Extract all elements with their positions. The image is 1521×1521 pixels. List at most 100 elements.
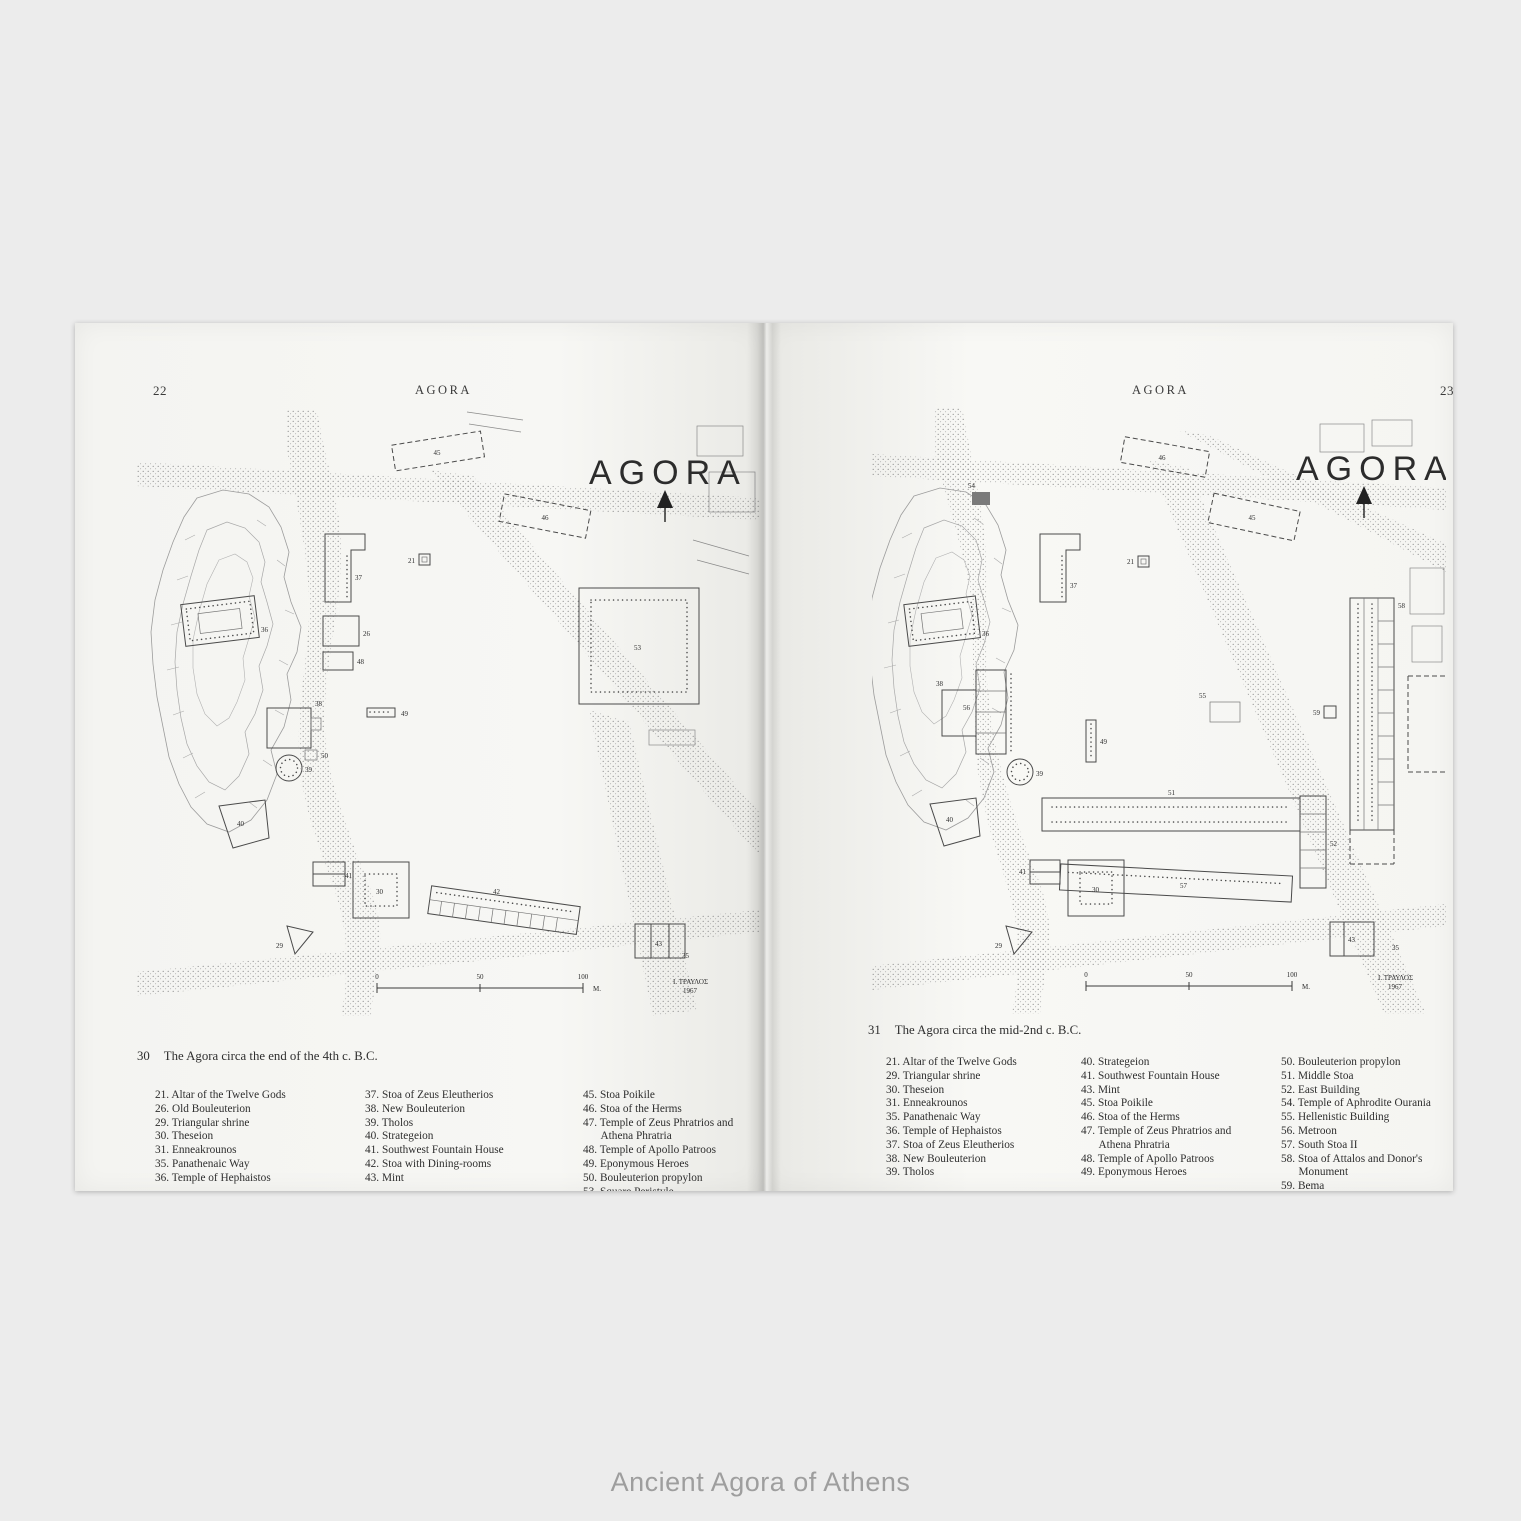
legend-entry: 29. Triangular shrine — [886, 1069, 981, 1082]
new-bouleuterion — [266, 707, 322, 749]
scale-unit: M. — [593, 985, 601, 993]
label-21: 21 — [408, 557, 416, 565]
roads-stippled — [872, 408, 1446, 1014]
legend-entry: 29. Triangular shrine — [155, 1116, 250, 1129]
legend-right-col3: 50. Bouleuterion propylon 51. Middle Sto… — [1281, 1056, 1451, 1191]
label-49: 49 — [401, 710, 409, 718]
label-52: 52 — [1330, 840, 1338, 848]
legend-entry: 49. Eponymous Heroes — [1081, 1166, 1187, 1179]
label-53: 53 — [634, 644, 642, 652]
credit-name: Ι. ΤΡΑΥΛΟΣ — [1378, 974, 1413, 982]
eponymous-heroes-monument — [366, 707, 396, 718]
legend-entry: 21. Altar of the Twelve Gods — [155, 1089, 286, 1101]
stoa-poikile — [1207, 492, 1301, 542]
stoa-of-the-herms — [1119, 436, 1211, 478]
label-37: 37 — [355, 574, 363, 582]
label-49: 49 — [1100, 738, 1108, 746]
bouleuterion-propylon — [304, 749, 318, 761]
legend-left-col1: 21. Altar of the Twelve Gods 26. Old Bou… — [155, 1089, 355, 1186]
legend-entry: 35. Panathenaic Way — [886, 1111, 981, 1124]
legend-entry: 52. East Building — [1281, 1083, 1360, 1096]
credit-name: Ι. ΤΡΑΥΛΟΣ — [673, 978, 708, 986]
legend-entry: 38. New Bouleuterion — [886, 1152, 987, 1165]
legend-entry: 50. Bouleuterion propylon — [583, 1171, 703, 1184]
north-arrow-right — [1356, 486, 1372, 518]
building-numbers-left: 45 46 21 37 36 26 48 38 50 39 40 41 30 4… — [237, 449, 690, 960]
legend-entry: 48. Temple of Apollo Patroos — [1081, 1152, 1214, 1165]
stoa-of-zeus — [1039, 533, 1081, 603]
legend-entry: 47. Temple of Zeus Phratrios and Athena … — [1081, 1124, 1232, 1151]
label-45: 45 — [434, 449, 442, 457]
cartographer-credit-right: Ι. ΤΡΑΥΛΟΣ 1967 — [1378, 974, 1413, 991]
page-number-left: 22 — [153, 383, 167, 398]
label-41: 41 — [1019, 868, 1027, 876]
label-58: 58 — [1398, 602, 1406, 610]
bouleuterion — [941, 689, 977, 737]
legend-entry: 59. Bema — [1281, 1180, 1325, 1191]
label-56: 56 — [963, 704, 971, 712]
southwest-fountain-house — [312, 861, 346, 887]
square-peristyle — [578, 587, 700, 705]
tholos — [275, 754, 303, 782]
figure-number: 31 — [868, 1023, 881, 1037]
scale-0: 0 — [375, 973, 379, 981]
image-caption: Ancient Agora of Athens — [610, 1467, 911, 1497]
legend-entry: 58. Stoa of Attalos and Donor's Monument — [1281, 1152, 1423, 1179]
legend-entry: 42. Stoa with Dining-rooms — [365, 1157, 492, 1170]
label-29: 29 — [995, 942, 1003, 950]
label-39: 39 — [1036, 770, 1044, 778]
buildings-right-map — [903, 419, 1446, 957]
scale-0: 0 — [1084, 971, 1088, 979]
legend-entry-clipped: 53. Square Peristyle — [583, 1186, 735, 1191]
legend-entry: 46. Stoa of the Herms — [583, 1102, 682, 1115]
figure-caption-text: The Agora circa the end of the 4th c. B.… — [163, 1049, 378, 1063]
label-54: 54 — [968, 482, 976, 490]
temple-of-hephaistos — [180, 595, 260, 647]
building-numbers-right: 54 46 45 21 37 36 56 38 39 40 41 29 30 5… — [936, 454, 1406, 952]
label-26: 26 — [363, 630, 371, 638]
mint — [634, 923, 686, 959]
legend-entry: 43. Mint — [365, 1171, 404, 1184]
strategeion — [218, 799, 270, 849]
legend-entry: 39. Tholos — [365, 1116, 414, 1129]
legend-entry: 38. New Bouleuterion — [365, 1102, 466, 1115]
label-39: 39 — [305, 766, 313, 774]
strategeion — [929, 797, 981, 847]
label-38: 38 — [315, 700, 323, 708]
legend-entry: 35. Panathenaic Way — [155, 1157, 250, 1170]
legend-entry: 26. Old Bouleuterion — [155, 1102, 251, 1115]
property-lines — [1407, 675, 1446, 773]
scale-labels-right: 0 50 100 M. — [1084, 971, 1310, 991]
legend-entry: 43. Mint — [1081, 1083, 1120, 1096]
temple-of-aphrodite-ourania — [972, 492, 990, 505]
scale-100: 100 — [1287, 971, 1298, 979]
page-number-right: 23 — [1440, 383, 1453, 398]
legend-entry: 51. Middle Stoa — [1281, 1069, 1354, 1082]
scale-bar-right — [1085, 981, 1293, 991]
stoa-of-zeus — [324, 533, 366, 603]
temple-of-apollo-patroos — [322, 651, 354, 671]
legend-entry: 36. Temple of Hephaistos — [886, 1124, 1002, 1137]
scale-50: 50 — [477, 973, 485, 981]
page-right: AGORA 23 — [764, 323, 1453, 1191]
kolonos-hill-contours — [150, 489, 302, 833]
middle-stoa — [1041, 797, 1301, 832]
map-title-left: AGORA — [589, 454, 747, 492]
label-43: 43 — [655, 940, 663, 948]
temple-of-hephaistos — [903, 595, 981, 647]
legend-entry: 40. Strategeion — [365, 1130, 434, 1143]
scale-bar-left — [376, 983, 584, 993]
credit-year: 1967 — [683, 987, 698, 995]
label-46: 46 — [1159, 454, 1167, 462]
bema — [1323, 705, 1337, 719]
label-55: 55 — [1199, 692, 1207, 700]
stoa-poikile — [390, 430, 486, 472]
eponymous-heroes-monument — [1085, 719, 1097, 763]
label-40: 40 — [946, 816, 954, 824]
legend-left-col3: 45. Stoa Poikile 46. Stoa of the Herms 4… — [583, 1089, 735, 1191]
legend-entry: 37. Stoa of Zeus Eleutherios — [886, 1138, 1015, 1151]
legend-entry: 31. Enneakrounos — [886, 1097, 968, 1110]
legend-entry: 30. Theseion — [155, 1130, 214, 1143]
label-57: 57 — [1180, 882, 1188, 890]
